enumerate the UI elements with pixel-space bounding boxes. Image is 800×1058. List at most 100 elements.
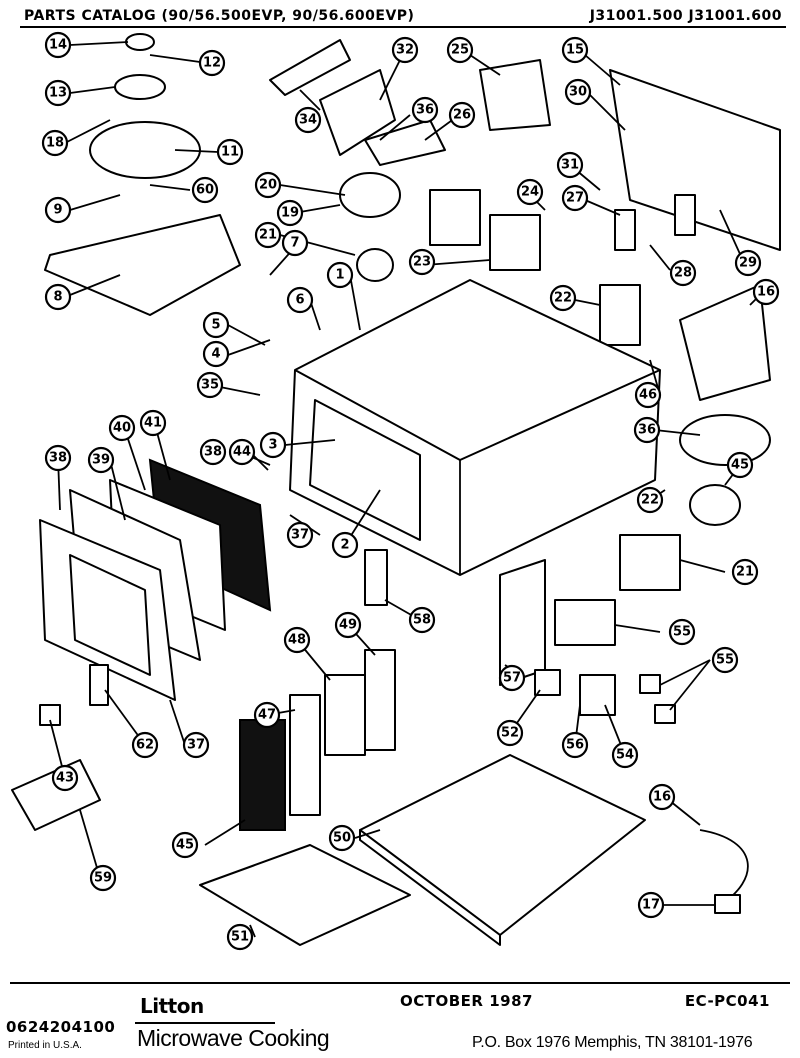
bracket-48-shape <box>324 674 366 756</box>
document-part-number: 0624204100 <box>6 1018 116 1036</box>
svg-text:6: 6 <box>295 293 304 308</box>
catalog-code: EC-PC041 <box>684 992 770 1010</box>
svg-text:14: 14 <box>49 38 67 53</box>
callout: 44 <box>228 438 256 466</box>
magnetron-a-shape <box>429 189 481 246</box>
svg-text:11: 11 <box>221 145 239 160</box>
callout: 41 <box>139 409 167 437</box>
callout: 13 <box>44 79 72 107</box>
transformer-top-shape <box>599 284 641 346</box>
duct-32-shape <box>319 69 396 156</box>
capacitor-b-shape <box>674 194 696 236</box>
callout: 46 <box>634 381 662 409</box>
svg-text:40: 40 <box>113 421 131 436</box>
motor-21-shape <box>356 248 394 282</box>
callout: 57 <box>498 664 526 692</box>
callout: 18 <box>41 129 69 157</box>
transformer-22-shape <box>619 534 681 591</box>
svg-text:25: 25 <box>451 43 469 58</box>
svg-text:47: 47 <box>258 708 276 723</box>
callout: 55 <box>711 646 739 674</box>
svg-text:34: 34 <box>299 113 317 128</box>
svg-text:15: 15 <box>566 43 584 58</box>
callout: 60 <box>191 176 219 204</box>
power-cord-shape <box>699 829 749 906</box>
callout: 21 <box>254 221 282 249</box>
catalog-header: PARTS CATALOG (90/56.500EVP, 90/56.600EV… <box>0 0 800 28</box>
duct-18-shape <box>679 284 771 401</box>
callout: 28 <box>669 259 697 287</box>
callout: 4 <box>202 340 230 368</box>
callout: 9 <box>44 196 72 224</box>
capacitor-a-shape <box>614 209 636 251</box>
filter-45-shape <box>239 719 286 831</box>
exploded-parts-diagram: 14 12 13 18 11 60 9 8 34 32 36 26 25 15 … <box>11 31 781 951</box>
blower-right-shape <box>679 414 771 466</box>
cover-plate-shape <box>44 214 241 316</box>
svg-text:24: 24 <box>521 185 539 200</box>
svg-text:59: 59 <box>94 871 112 886</box>
svg-text:2: 2 <box>340 538 349 553</box>
callout: 52 <box>496 719 524 747</box>
part-shapes <box>11 33 781 946</box>
callout: 50 <box>328 824 356 852</box>
callout-group: 14 12 13 18 11 60 9 8 34 32 36 26 25 15 … <box>41 31 780 951</box>
board-15-shape <box>609 69 781 251</box>
callout: 20 <box>254 171 282 199</box>
callout: 34 <box>294 106 322 134</box>
svg-text:19: 19 <box>281 206 299 221</box>
company-address: P.O. Box 1976 Memphis, TN 38101-1976 <box>472 1034 753 1051</box>
door-window-shape <box>69 554 151 676</box>
footer-rule <box>10 982 790 984</box>
svg-text:51: 51 <box>231 930 249 945</box>
plate-26-shape <box>364 119 446 166</box>
terminal-55-shape <box>554 599 616 646</box>
callout: 8 <box>44 283 72 311</box>
callout: 35 <box>196 371 224 399</box>
magnetron-b-shape <box>489 214 541 271</box>
svg-text:45: 45 <box>731 458 749 473</box>
callout: 51 <box>226 923 254 951</box>
callout: 40 <box>108 414 136 442</box>
svg-text:41: 41 <box>144 416 162 431</box>
callout: 21 <box>731 558 759 586</box>
svg-text:20: 20 <box>259 178 277 193</box>
svg-text:57: 57 <box>503 671 521 686</box>
svg-text:13: 13 <box>49 86 67 101</box>
svg-text:46: 46 <box>639 388 657 403</box>
svg-text:36: 36 <box>416 103 434 118</box>
callout: 62 <box>131 731 159 759</box>
callout: 39 <box>87 446 115 474</box>
callout: 31 <box>556 151 584 179</box>
svg-text:60: 60 <box>196 183 214 198</box>
callout: 22 <box>636 486 664 514</box>
callout: 45 <box>726 451 754 479</box>
svg-text:9: 9 <box>53 203 62 218</box>
callout: 36 <box>411 96 439 124</box>
svg-text:16: 16 <box>653 790 671 805</box>
svg-text:49: 49 <box>339 618 357 633</box>
stirrer-plate-shape <box>114 74 166 100</box>
svg-text:48: 48 <box>288 633 306 648</box>
callout: 1 <box>326 261 354 289</box>
callout: 5 <box>202 311 230 339</box>
svg-text:5: 5 <box>211 318 220 333</box>
svg-text:1: 1 <box>335 268 344 283</box>
svg-text:27: 27 <box>566 191 584 206</box>
svg-text:28: 28 <box>674 266 692 281</box>
plate-47-shape <box>289 694 321 816</box>
svg-text:23: 23 <box>413 255 431 270</box>
svg-text:30: 30 <box>569 85 587 100</box>
svg-text:12: 12 <box>203 56 221 71</box>
svg-text:38: 38 <box>204 445 222 460</box>
svg-text:37: 37 <box>187 738 205 753</box>
svg-text:26: 26 <box>453 108 471 123</box>
svg-text:37: 37 <box>291 528 309 543</box>
callout: 48 <box>283 626 311 654</box>
svg-text:21: 21 <box>736 565 754 580</box>
header-rule <box>20 26 786 28</box>
callout: 16 <box>752 278 780 306</box>
callout: 29 <box>734 249 762 277</box>
callout: 37 <box>286 521 314 549</box>
callout: 17 <box>637 891 665 919</box>
